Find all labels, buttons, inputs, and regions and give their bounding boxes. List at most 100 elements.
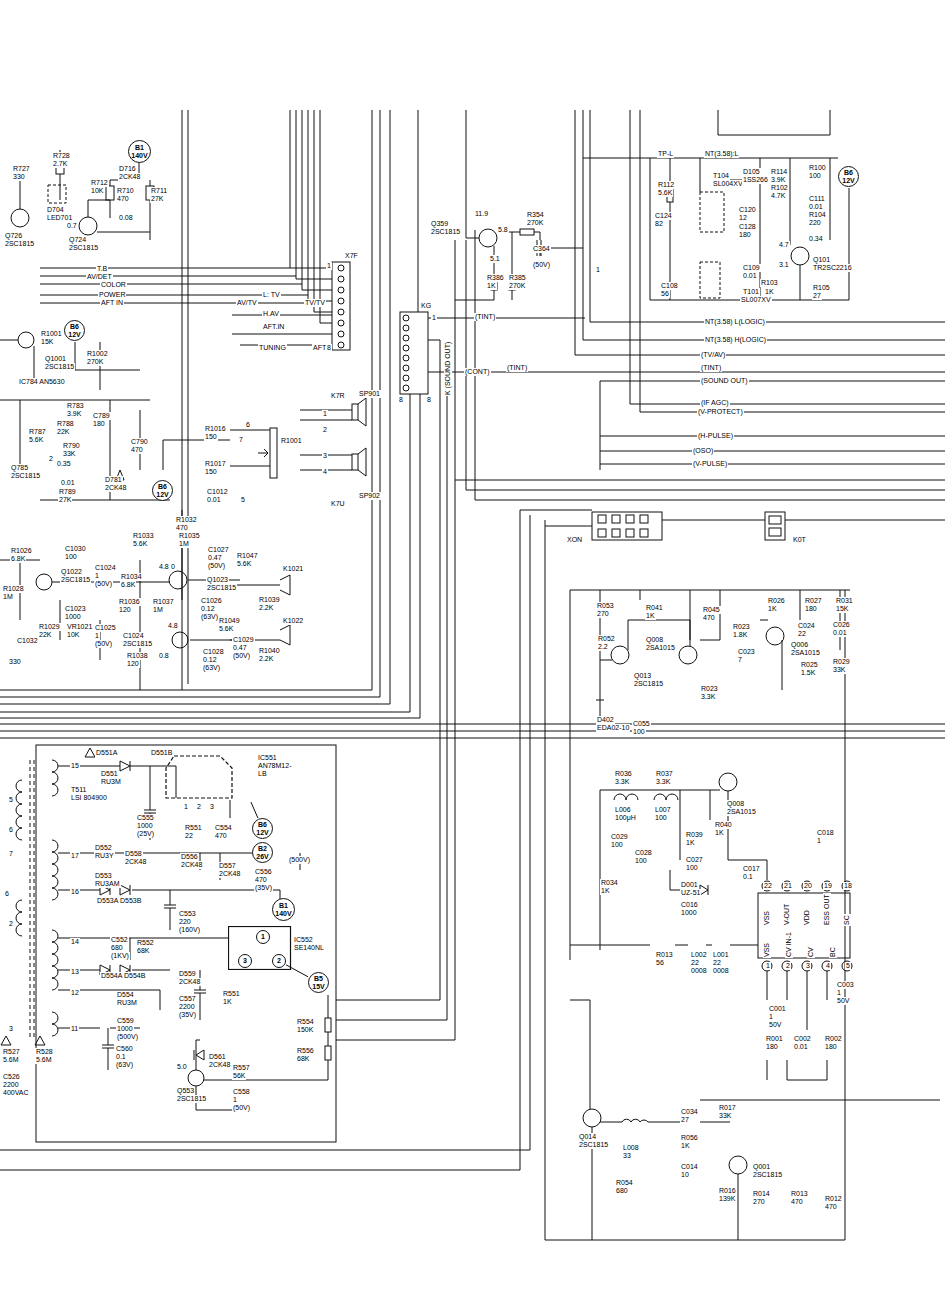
component-label: 6 bbox=[4, 890, 10, 898]
component-label: R114 bbox=[770, 168, 788, 176]
wire-line bbox=[598, 515, 606, 523]
component-label: D402 bbox=[596, 716, 615, 724]
component-label: L007 bbox=[654, 806, 672, 814]
component-label: 470 bbox=[790, 1198, 804, 1206]
wire-line bbox=[0, 110, 390, 704]
component-label: 0.01 bbox=[742, 272, 758, 280]
component-label: 100μH bbox=[614, 814, 637, 822]
component-label: C1028 bbox=[202, 648, 225, 656]
component-label: (63V) bbox=[202, 664, 221, 672]
component-label: R002 bbox=[824, 1035, 843, 1043]
component-label: 22 bbox=[797, 630, 807, 638]
component-label: 2SA1015 bbox=[790, 649, 821, 657]
component-label: NT(3.58):L bbox=[704, 150, 739, 158]
component-label: 470 bbox=[130, 446, 144, 454]
component-label: D552 bbox=[94, 844, 113, 852]
component-label: R790 bbox=[62, 442, 81, 450]
component-label: C017 bbox=[742, 865, 761, 873]
component-label: 1K bbox=[764, 288, 775, 296]
component-label: 56K bbox=[232, 1072, 246, 1080]
component-label: 5.8 bbox=[497, 226, 509, 234]
component-label: D553 bbox=[94, 872, 113, 880]
component-label: R1036 bbox=[118, 598, 141, 606]
component-label: C029 bbox=[610, 833, 629, 841]
component-label: (50V) bbox=[232, 652, 251, 660]
component-label: 2CK48 bbox=[180, 861, 203, 869]
component-label: R552 bbox=[136, 939, 155, 947]
component-label: (25V) bbox=[136, 830, 155, 838]
component-label: TP-L bbox=[657, 150, 674, 158]
component-label: 2CK48 bbox=[178, 978, 201, 986]
component-label: 4.8 bbox=[167, 622, 179, 630]
component-label: R354 bbox=[526, 211, 545, 219]
component-label: 270K bbox=[86, 358, 104, 366]
component-label: R1038 bbox=[126, 652, 149, 660]
component-label: (35V) bbox=[178, 1011, 197, 1019]
component-label: Q553 bbox=[176, 1087, 195, 1095]
component-label: VDD bbox=[803, 909, 811, 926]
power-rail-circle: B6 12V bbox=[252, 818, 273, 839]
component-label: D553A D553B bbox=[96, 897, 142, 905]
wire-line bbox=[36, 745, 336, 1142]
wire-line bbox=[358, 448, 366, 476]
component-label: R040 bbox=[714, 821, 733, 829]
component-label: 139K bbox=[718, 1195, 736, 1203]
wire-line bbox=[106, 186, 114, 200]
component-label: R037 bbox=[655, 770, 674, 778]
ic-package: IC551 AN78M12-LB bbox=[160, 752, 320, 802]
component-label: D001 bbox=[680, 881, 699, 889]
component-label: 33K bbox=[718, 1112, 732, 1120]
component-label: 1 bbox=[232, 1096, 238, 1104]
component-label: 0.35 bbox=[56, 460, 72, 468]
wire-line bbox=[455, 110, 583, 300]
component-label: 680 bbox=[110, 944, 124, 952]
ic-package: IC552 SE140NL132 bbox=[228, 926, 328, 970]
component-label: 100 bbox=[632, 728, 646, 736]
component-label: R014 bbox=[752, 1190, 771, 1198]
wire-line bbox=[40, 268, 314, 303]
component-label: C018 bbox=[816, 829, 835, 837]
wire-line bbox=[0, 400, 170, 500]
component-label: RU3M bbox=[116, 999, 138, 1007]
node-text: 2 bbox=[277, 957, 281, 965]
component-label: SP901 bbox=[358, 390, 381, 398]
component-label: 330 bbox=[8, 658, 22, 666]
component-label: R023 bbox=[732, 623, 751, 631]
component-label: 0.34 bbox=[808, 235, 824, 243]
component-label: R1016 bbox=[204, 425, 227, 433]
component-label: 4 bbox=[825, 962, 831, 970]
wire-line bbox=[769, 528, 781, 536]
component-label: 27K bbox=[150, 195, 164, 203]
wire-line bbox=[640, 515, 648, 523]
component-label: 120 bbox=[118, 606, 132, 614]
component-label: D551A bbox=[95, 749, 118, 757]
component-label: 1 bbox=[94, 572, 100, 580]
component-label: C028 bbox=[634, 849, 653, 857]
component-label: C553 bbox=[178, 910, 197, 918]
component-label: R788 bbox=[56, 420, 75, 428]
wire-line bbox=[352, 454, 358, 470]
component-label: R023 bbox=[700, 685, 719, 693]
component-label: (35V) bbox=[254, 884, 273, 892]
wire-line bbox=[782, 881, 792, 891]
component-label: 5.6M bbox=[35, 1056, 53, 1064]
wire-line bbox=[570, 1000, 940, 1240]
component-label: (IF AGC) bbox=[700, 399, 730, 407]
power-rail-circle: B6 12V bbox=[64, 320, 85, 341]
component-label: T511 bbox=[70, 786, 87, 794]
component-label: Q1001 bbox=[44, 355, 67, 363]
component-label: 120 bbox=[126, 660, 140, 668]
component-label: R1028 bbox=[2, 585, 25, 593]
wire-line bbox=[36, 574, 52, 590]
component-label: 1000 bbox=[116, 1025, 134, 1033]
component-label: RU3M bbox=[100, 778, 122, 786]
component-label: 2CK48 bbox=[104, 484, 127, 492]
component-label: 2SC1815 bbox=[44, 363, 75, 371]
node-text: B6 12V bbox=[156, 483, 168, 498]
component-label: C016 bbox=[680, 901, 699, 909]
component-label: 8 bbox=[398, 396, 404, 404]
component-label: LSI 804900 bbox=[70, 794, 108, 802]
component-label: 1K bbox=[680, 1142, 691, 1150]
component-label: D558 bbox=[124, 850, 143, 858]
component-label: 270K bbox=[526, 219, 544, 227]
